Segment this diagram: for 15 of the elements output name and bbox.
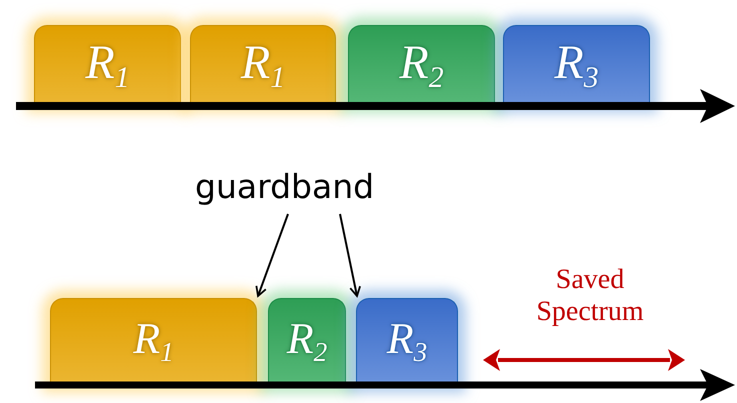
band-label: R$_{3}$ <box>386 317 428 367</box>
annotation-text: Saved Spectrum <box>535 264 645 328</box>
leader-arrow <box>339 214 361 297</box>
band-label: R$_{1}$ <box>133 317 174 367</box>
callout-text: guardband <box>195 170 374 203</box>
band-label: R$_{1}$ <box>240 38 286 92</box>
spectrum-band <box>34 25 181 105</box>
band-label: R$_{2}$ <box>399 38 444 92</box>
band-label: R$_{3}$ <box>554 38 599 92</box>
spectrum-band <box>190 25 336 105</box>
leader-arrow <box>256 214 289 297</box>
spectrum-band <box>503 25 650 105</box>
band-label: R$_{1}$ <box>85 38 130 92</box>
spectrum-band <box>348 25 495 105</box>
band-label: R$_{2}$ <box>286 317 328 367</box>
